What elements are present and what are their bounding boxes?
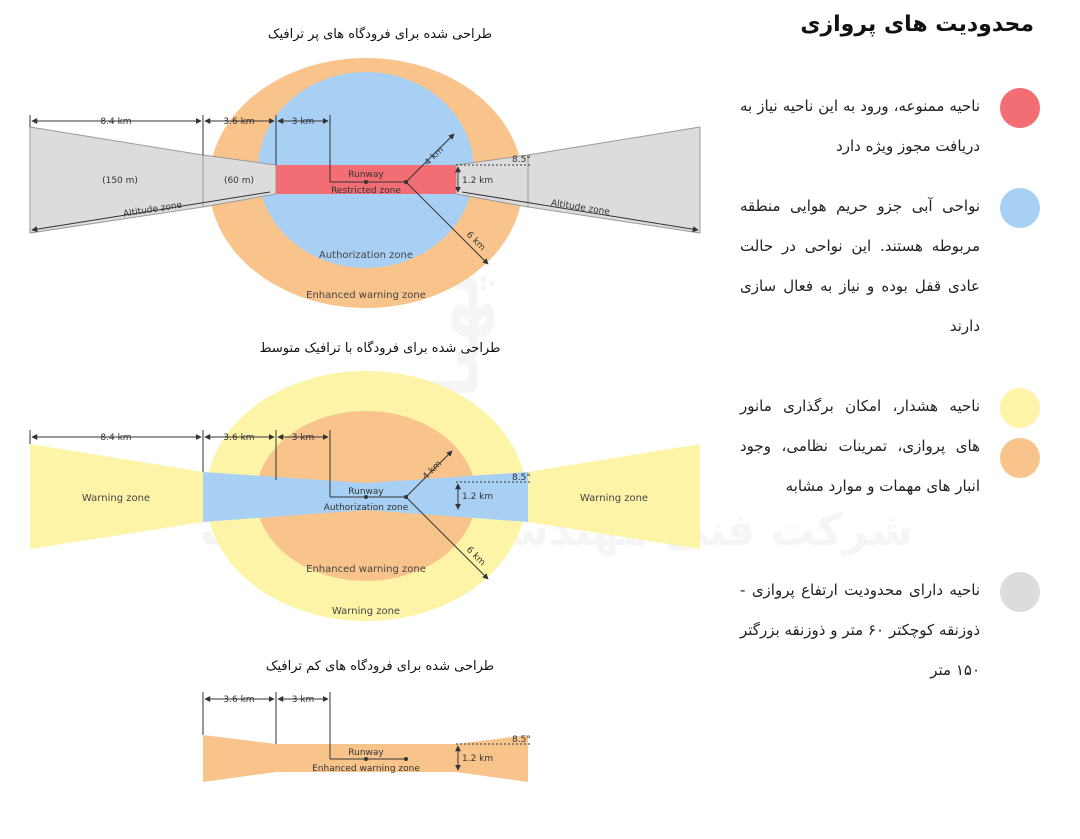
diagram-high-traffic: طراحی شده برای فرودگاه های پر ترافیک 8.4… — [29, 26, 701, 308]
legend-item-altitude: ناحیه دارای محدودیت ارتفاع پروازی - ذوزن… — [740, 570, 1040, 690]
legend-text-altitude: ناحیه دارای محدودیت ارتفاع پروازی - ذوزن… — [740, 581, 980, 679]
legend-swatch-authorization — [1000, 188, 1040, 228]
legend-title: محدودیت های پروازی — [800, 12, 1034, 37]
warning-zone-right-label: Warning zone — [580, 493, 648, 504]
runway-label: Runway — [348, 170, 384, 180]
angle-label: 8.5° — [512, 735, 531, 745]
restricted-zone-label: Restricted zone — [331, 186, 401, 196]
dim-mid-label: 3.6 km — [223, 433, 254, 443]
width-label: 1.2 km — [462, 492, 493, 502]
warning-zone-outer-label: Warning zone — [332, 606, 400, 617]
dim-inner-label: 3 km — [292, 695, 315, 705]
diagram-medium-traffic: طراحی شده برای فرودگاه با ترافیک متوسط 8… — [29, 340, 700, 621]
diagram-high-title: طراحی شده برای فرودگاه های پر ترافیک — [268, 26, 492, 42]
dim-mid-label: 3.6 km — [223, 695, 254, 705]
authorization-zone-label: Authorization zone — [324, 503, 409, 513]
angle-label: 8.5° — [512, 473, 531, 483]
warning-zone-left-label: Warning zone — [82, 493, 150, 504]
restricted-zone — [276, 165, 456, 194]
enhanced-warning-zone-label: Enhanced warning zone — [306, 564, 426, 575]
legend-item-warning: ناحیه هشدار، امکان برگذاری مانور های پرو… — [740, 386, 1040, 536]
height-small-label: (60 m) — [224, 176, 254, 186]
angle-label: 8.5° — [512, 155, 531, 165]
legend-item-restricted: ناحیه ممنوعه، ورود به این ناحیه نیاز به … — [740, 86, 1040, 166]
diagram-medium-title: طراحی شده برای فرودگاه با ترافیک متوسط — [260, 340, 501, 356]
legend-swatch-altitude — [1000, 572, 1040, 612]
runway-center — [364, 180, 368, 184]
runway-end — [404, 757, 408, 761]
airport-zones-diagrams: طراحی شده برای فرودگاه های پر ترافیک 8.4… — [29, 26, 701, 782]
diagram-low-title: طراحی شده برای فرودگاه های کم ترافیک — [266, 658, 494, 674]
authorization-zone-label: Authorization zone — [319, 250, 413, 261]
width-label: 1.2 km — [462, 754, 493, 764]
dim-inner-label: 3 km — [292, 117, 315, 127]
enhanced-warning-zone-label: Enhanced warning zone — [306, 290, 426, 301]
runway-label: Runway — [348, 487, 384, 497]
legend-item-authorization: نواحی آبی جزو حریم هوایی منطقه مربوطه هس… — [740, 186, 1040, 366]
legend-text-authorization: نواحی آبی جزو حریم هوایی منطقه مربوطه هس… — [740, 197, 980, 335]
legend-panel: محدودیت های پروازی ناحیه ممنوعه، ورود به… — [740, 0, 1070, 839]
warning-zone-right — [528, 444, 700, 549]
height-large-label: (150 m) — [102, 176, 138, 186]
width-label: 1.2 km — [462, 176, 493, 186]
enhanced-warning-zone-label: Enhanced warning zone — [312, 764, 420, 774]
runway-center — [364, 757, 368, 761]
dim-outer-label: 8.4 km — [100, 117, 131, 127]
legend-text-restricted: ناحیه ممنوعه، ورود به این ناحیه نیاز به … — [740, 97, 980, 155]
legend-swatch-warning — [1000, 388, 1040, 428]
runway-center — [364, 495, 368, 499]
legend-swatch-restricted — [1000, 88, 1040, 128]
warning-zone-left — [30, 444, 203, 549]
legend-text-warning: ناحیه هشدار، امکان برگذاری مانور های پرو… — [740, 397, 980, 495]
dim-outer-label: 8.4 km — [100, 433, 131, 443]
legend-swatch-enhanced-warning — [1000, 438, 1040, 478]
altitude-zone-right — [527, 126, 701, 234]
dim-mid-label: 3.6 km — [223, 117, 254, 127]
runway-label: Runway — [348, 748, 384, 758]
diagram-low-traffic: طراحی شده برای فرودگاه های کم ترافیک 3.6… — [202, 658, 531, 782]
dim-inner-label: 3 km — [292, 433, 315, 443]
